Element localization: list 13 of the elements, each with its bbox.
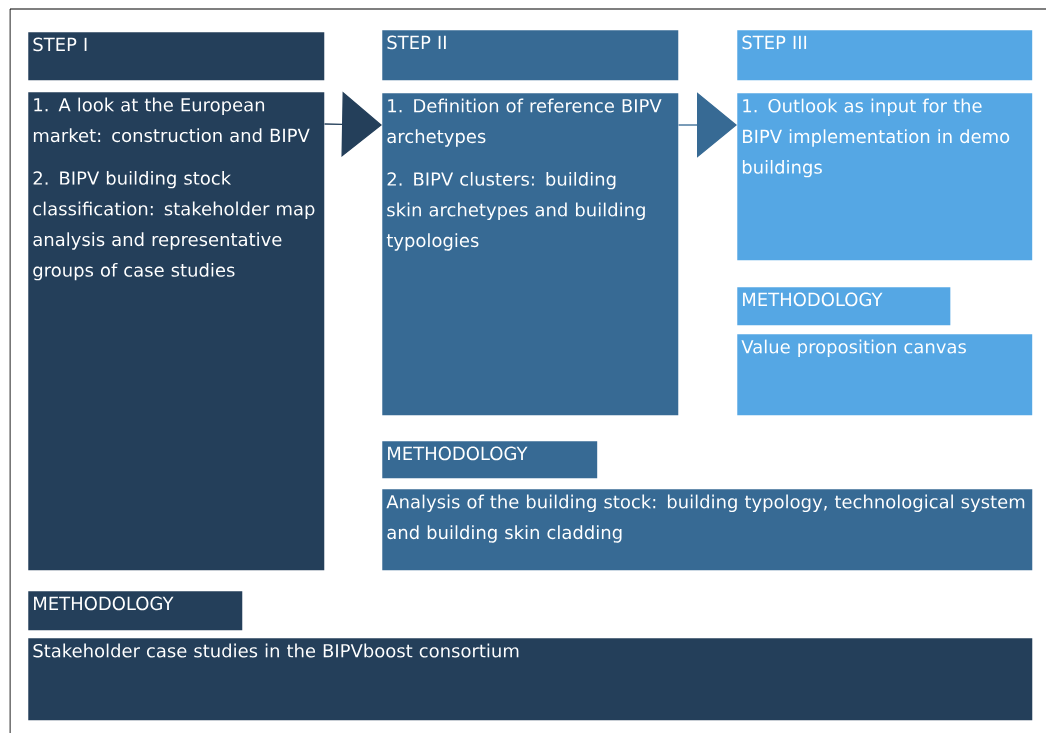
step-header: STEP III (737, 30, 1033, 81)
methodology-box: Value proposition canvas (737, 334, 1033, 416)
step-header: STEP II (382, 30, 679, 81)
methodology-box: Stakeholder case studies in the BIPVboost consortium (28, 638, 1033, 721)
step-box: 1. Definition of reference BIPV archetypes 2. BIPV clusters: building skin archetypes and building typologies (382, 93, 679, 416)
methodology-header: METHODOLOGY (737, 287, 951, 326)
methodology-box: Analysis of the building stock: building typology, technological system and building skin cladding (382, 489, 1033, 571)
step-box: 1. A look at the European market: construction and BIPV 2. BIPV building stock classification: stakeholder map analysis and representative groups of case studies (28, 92, 325, 571)
methodology-header: METHODOLOGY (28, 591, 243, 631)
step-header: STEP I (28, 32, 325, 81)
arrow (677, 92, 737, 158)
step-box: 1. Outlook as input for the BIPV implementation in demo buildings (737, 93, 1033, 261)
methodology-header: METHODOLOGY (382, 441, 598, 479)
